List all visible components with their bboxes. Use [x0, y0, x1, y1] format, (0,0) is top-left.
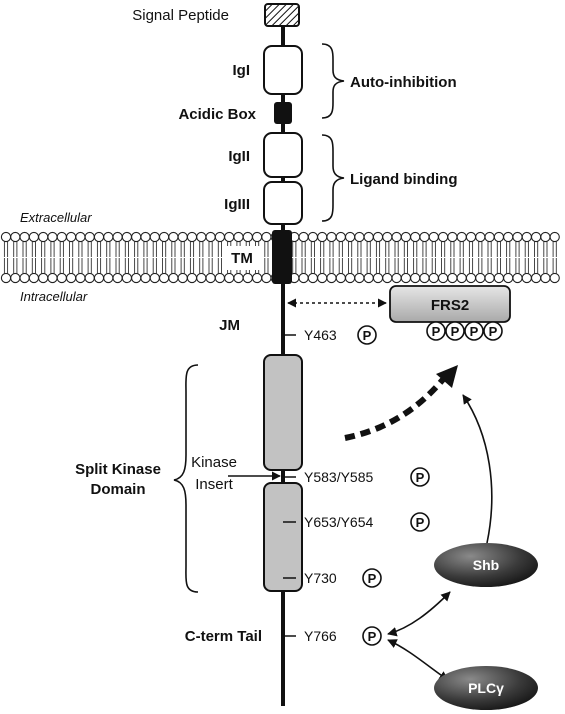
kinase-domain-2 [263, 482, 303, 592]
acidic-box-domain [274, 102, 292, 124]
igi-domain [263, 45, 303, 95]
y583-y585-label: Y583/Y585 [304, 469, 373, 485]
igi-label: IgI [233, 62, 251, 79]
cell-membrane [0, 231, 560, 284]
svg-text:P: P [368, 629, 377, 644]
y766-label: Y766 [304, 628, 337, 644]
cterm-tail-label: C-term Tail [185, 628, 262, 645]
frs2-phospho-3: P [464, 321, 484, 341]
split-kinase-brace [173, 364, 199, 593]
intracellular-label: Intracellular [20, 289, 88, 304]
shb-to-frs2-arrow [462, 394, 493, 544]
svg-text:P: P [451, 324, 460, 339]
frs2-label: FRS2 [431, 297, 469, 314]
y766-phospho: P [362, 626, 382, 646]
auto-inhibition-brace [321, 43, 345, 119]
frs2-box [389, 285, 511, 323]
ligand-binding-label: Ligand binding [350, 171, 457, 188]
frs2-phospho-2: P [445, 321, 465, 341]
shb-oval [434, 543, 538, 587]
acidic-box-label: Acidic Box [178, 106, 256, 123]
y583-phospho: P [410, 467, 430, 487]
y653-y654-label: Y653/Y654 [304, 514, 373, 530]
kinase-insert-label-line1: Kinase [191, 454, 237, 471]
y730-label: Y730 [304, 570, 337, 586]
kinase-to-frs2-arrowhead [436, 365, 458, 388]
y653-phospho: P [410, 512, 430, 532]
plcg-label: PLCγ [468, 680, 504, 696]
igii-label: IgII [228, 148, 250, 165]
tm-label: TM [231, 250, 253, 267]
igiii-label: IgIII [224, 196, 250, 213]
svg-text:P: P [470, 324, 479, 339]
frs2-phospho-4: P [483, 321, 503, 341]
y463-phospho: P [357, 325, 377, 345]
plcg-oval [434, 666, 538, 710]
igiii-domain [263, 181, 303, 225]
auto-inhibition-label: Auto-inhibition [350, 74, 457, 91]
shb-label: Shb [473, 557, 499, 573]
svg-text:P: P [368, 571, 377, 586]
kinase-domain-1 [263, 354, 303, 471]
kinase-insert-label-line2: Insert [195, 476, 233, 493]
ligand-binding-brace [321, 134, 345, 222]
jm-label: JM [219, 317, 240, 334]
y463-label: Y463 [304, 327, 337, 343]
split-kinase-label-line2: Domain [90, 481, 145, 498]
y766-shb-arrow [387, 591, 451, 637]
split-kinase-label-line1: Split Kinase [75, 461, 161, 478]
svg-text:P: P [489, 324, 498, 339]
svg-text:P: P [416, 515, 425, 530]
svg-text:P: P [432, 324, 441, 339]
signal-peptide-box [264, 3, 300, 27]
tm-domain [272, 230, 292, 284]
frs2-phospho-1: P [426, 321, 446, 341]
y766-plcg-arrow [387, 639, 449, 681]
y730-phospho: P [362, 568, 382, 588]
extracellular-label: Extracellular [20, 210, 92, 225]
signal-peptide-label: Signal Peptide [132, 7, 229, 24]
svg-text:P: P [416, 470, 425, 485]
svg-text:P: P [363, 328, 372, 343]
igii-domain [263, 132, 303, 178]
tm-label-backdrop [222, 246, 262, 270]
kinase-to-frs2-dashed-arrow [344, 375, 448, 441]
